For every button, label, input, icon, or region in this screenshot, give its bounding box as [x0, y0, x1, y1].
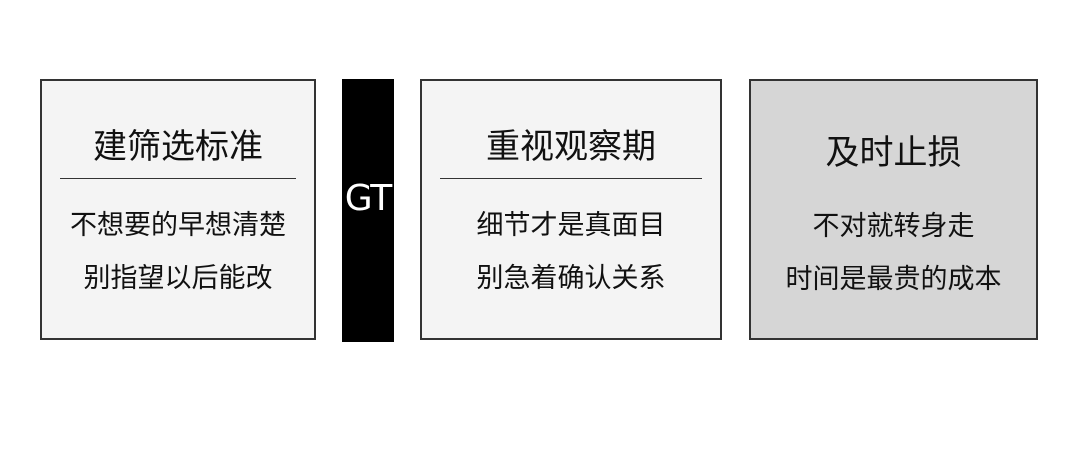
card-text-line: 不想要的早想清楚 [70, 210, 286, 241]
card-text-line: 细节才是真面目 [476, 210, 666, 241]
card-text-line: 别指望以后能改 [83, 263, 273, 294]
card-text-line: 时间是最贵的成本 [785, 264, 1002, 295]
card-title: 重视观察期 [486, 127, 656, 167]
card-text-line: 不对就转身走 [812, 211, 975, 242]
gt-label: GT [344, 178, 393, 219]
gt-divider-bar: GT [342, 79, 394, 342]
card-stop-loss: 及时止损 不对就转身走 时间是最贵的成本 [749, 79, 1038, 340]
card-title: 及时止损 [825, 133, 962, 173]
card-screening-standards: 建筛选标准 不想要的早想清楚 别指望以后能改 [40, 79, 316, 340]
card-observation-period: 重视观察期 细节才是真面目 别急着确认关系 [420, 79, 722, 340]
card-text-line: 别急着确认关系 [476, 263, 666, 294]
title-divider-line [60, 178, 296, 179]
card-title: 建筛选标准 [93, 127, 263, 167]
title-divider-line [440, 178, 702, 179]
